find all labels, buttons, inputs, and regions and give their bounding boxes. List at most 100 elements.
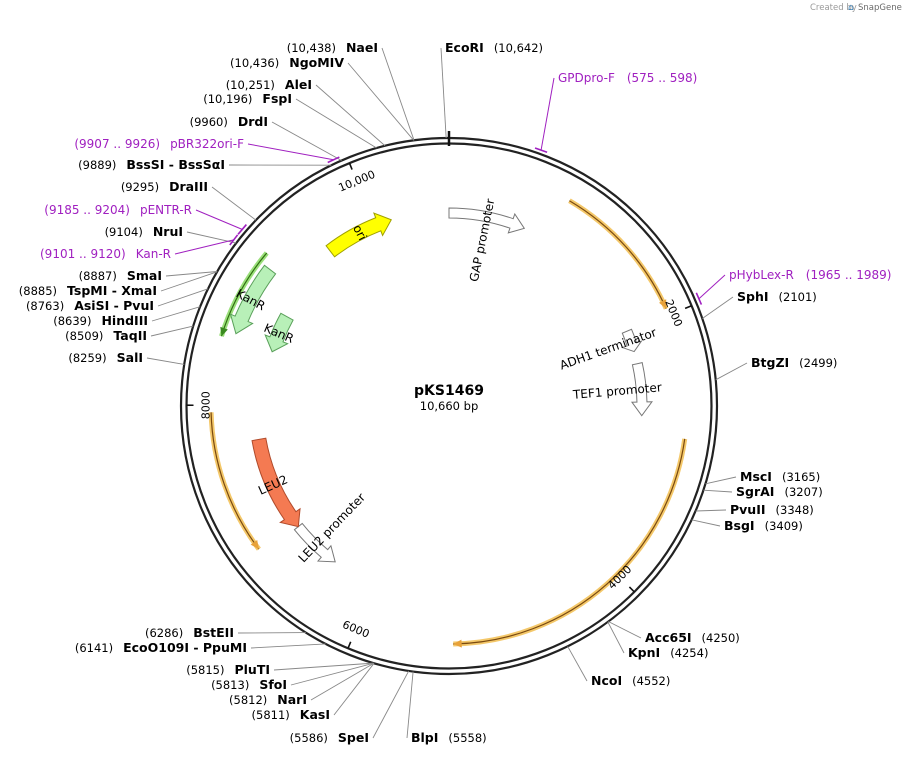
- site-position: (9295): [121, 180, 159, 194]
- site-smai[interactable]: SmaI(8887): [79, 268, 218, 283]
- site-position: (8885): [19, 284, 57, 298]
- feature-leu2: LEU2: [251, 437, 301, 528]
- site-tspmi[interactable]: TspMI - XmaI(8885): [19, 271, 218, 298]
- site-position: (6286): [145, 626, 183, 640]
- site-position: (2499): [799, 356, 837, 370]
- site-bsteii[interactable]: BstEII(6286): [145, 625, 306, 640]
- site-drdi[interactable]: DrdI(9960): [190, 114, 342, 161]
- credit-prefix: Created by: [810, 3, 857, 13]
- site-naei[interactable]: NaeI(10,438): [287, 40, 415, 141]
- site-name: DrdI: [238, 114, 268, 129]
- site-position: (5812): [229, 693, 267, 707]
- site-name: KasI: [300, 707, 330, 722]
- site-name: BlpI: [411, 730, 438, 745]
- feature-kanr: KanR: [262, 312, 296, 353]
- site-name: MscI: [740, 469, 772, 484]
- site-blpi[interactable]: BlpI (5558): [406, 671, 487, 745]
- orange-arc: [453, 438, 688, 648]
- site-nari[interactable]: NarI (5812): [229, 662, 375, 707]
- primers: GPDpro-F(575 .. 598) pHybLex-R(1965 .. 19…: [40, 71, 891, 305]
- site-sphi[interactable]: SphI(2101): [702, 289, 817, 319]
- site-position: (3409): [765, 519, 803, 533]
- primer-range: (9907 .. 9926): [74, 137, 160, 151]
- site-name: NruI: [153, 224, 183, 239]
- primer-range: (9185 .. 9204): [44, 203, 130, 217]
- site-spei[interactable]: SpeI(5586): [290, 670, 410, 745]
- plasmid-length: 10,660 bp: [420, 399, 479, 413]
- site-ncoi[interactable]: NcoI(4552): [567, 646, 671, 688]
- primer-phyblex-r[interactable]: pHybLex-R(1965 .. 1989): [695, 268, 892, 305]
- site-pvuii[interactable]: PvuII (3348): [695, 502, 814, 517]
- site-name: SphI: [737, 289, 769, 304]
- site-position: (5815): [186, 663, 224, 677]
- site-ecoo109i[interactable]: EcoO109I - PpuMI(6141): [75, 640, 326, 655]
- site-name: PvuII: [730, 502, 766, 517]
- site-name: NarI: [277, 692, 307, 707]
- feature-label: TEF1 promoter: [571, 380, 662, 402]
- site-name: TaqII: [113, 328, 147, 343]
- site-name: EcoRI: [445, 40, 484, 55]
- site-name: PluTI: [234, 662, 270, 677]
- site-sfoi[interactable]: SfoI(5813): [211, 662, 374, 692]
- site-hindiii[interactable]: HindIII(8639): [53, 306, 201, 328]
- site-name: BssSI - BssSαI: [126, 157, 225, 172]
- tick-label: 2000: [662, 298, 685, 329]
- site-position: (4552): [632, 674, 670, 688]
- primer-pbr322ori-f[interactable]: pBR322ori-F(9907 .. 9926): [74, 137, 340, 164]
- site-asisi[interactable]: AsiSI - PvuI (8763): [26, 288, 209, 313]
- green-arc: [219, 251, 269, 337]
- site-name: SfoI: [259, 677, 287, 692]
- site-ngomiv[interactable]: NgoMIV (10,436): [230, 55, 415, 141]
- site-ecori[interactable]: EcoRI (10,642): [440, 40, 543, 139]
- feature-ori: ori: [325, 212, 392, 258]
- site-name: SpeI: [338, 730, 369, 745]
- site-pluti[interactable]: PluTI (5815): [186, 662, 374, 677]
- restriction-sites: EcoRI (10,642) NaeI(10,438)NgoMIV (10,436) A…: [19, 40, 838, 745]
- site-msci[interactable]: MscI (3165): [705, 469, 820, 485]
- primer-pentr-r[interactable]: pENTR-R (9185 .. 9204): [44, 203, 247, 235]
- site-btgzi[interactable]: BtgZI(2499): [715, 355, 838, 381]
- site-name: SalI: [117, 350, 143, 365]
- credit-brand: SnapGene: [858, 3, 902, 13]
- site-bsgi[interactable]: BsgI(3409): [691, 518, 803, 533]
- feature-leu2-promoter: LEU2 promoter: [293, 490, 368, 565]
- tick-label: 6000: [340, 618, 371, 641]
- site-position: (10,196): [203, 92, 252, 106]
- site-bsssi[interactable]: BssSI - BssSαI(9889): [78, 157, 332, 172]
- primer-name: pENTR-R: [140, 203, 192, 217]
- site-kasi[interactable]: KasI(5811): [252, 663, 375, 722]
- primer-range: (1965 .. 1989): [806, 268, 892, 282]
- primer-gpdpro-f[interactable]: GPDpro-F(575 .. 598): [534, 71, 697, 154]
- site-position: (5558): [448, 731, 486, 745]
- site-draiii[interactable]: DraIII (9295): [121, 179, 257, 221]
- tick-8000: 8000: [186, 391, 213, 419]
- site-fspi[interactable]: FspI (10,196): [203, 91, 377, 149]
- site-name: Acc65I: [645, 630, 692, 645]
- site-alei[interactable]: AleI(10,251): [226, 77, 386, 147]
- site-name: DraIII: [169, 179, 208, 194]
- site-position: (3165): [782, 470, 820, 484]
- site-position: (10,251): [226, 78, 275, 92]
- site-position: (3348): [776, 503, 814, 517]
- tick-label: 8000: [199, 391, 212, 419]
- site-taqii[interactable]: TaqII(8509): [65, 325, 194, 343]
- site-sali[interactable]: SalI(8259): [68, 350, 185, 365]
- feature-tef1-promoter: TEF1 promoter: [571, 361, 662, 417]
- site-name: FspI: [262, 91, 292, 106]
- site-acc65i[interactable]: Acc65I (4250): [608, 621, 740, 645]
- tick-label: 10,000: [337, 168, 378, 195]
- site-position: (10,436): [230, 56, 279, 70]
- primer-range: (9101 .. 9120): [40, 247, 126, 261]
- feature-kanr: KanR: [229, 264, 277, 335]
- site-position: (4250): [702, 631, 740, 645]
- site-position: (6141): [75, 641, 113, 655]
- site-position: (8763): [26, 299, 64, 313]
- site-position: (10,642): [494, 41, 543, 55]
- site-sgrai[interactable]: SgrAI(3207): [703, 484, 823, 499]
- site-kpni[interactable]: KpnI(4254): [607, 621, 709, 660]
- site-name: AsiSI - PvuI: [74, 298, 154, 313]
- site-name: NgoMIV: [289, 55, 344, 70]
- site-nrui[interactable]: NruI(9104): [105, 224, 237, 244]
- primer-kan-r[interactable]: Kan-R(9101 .. 9120): [40, 234, 239, 261]
